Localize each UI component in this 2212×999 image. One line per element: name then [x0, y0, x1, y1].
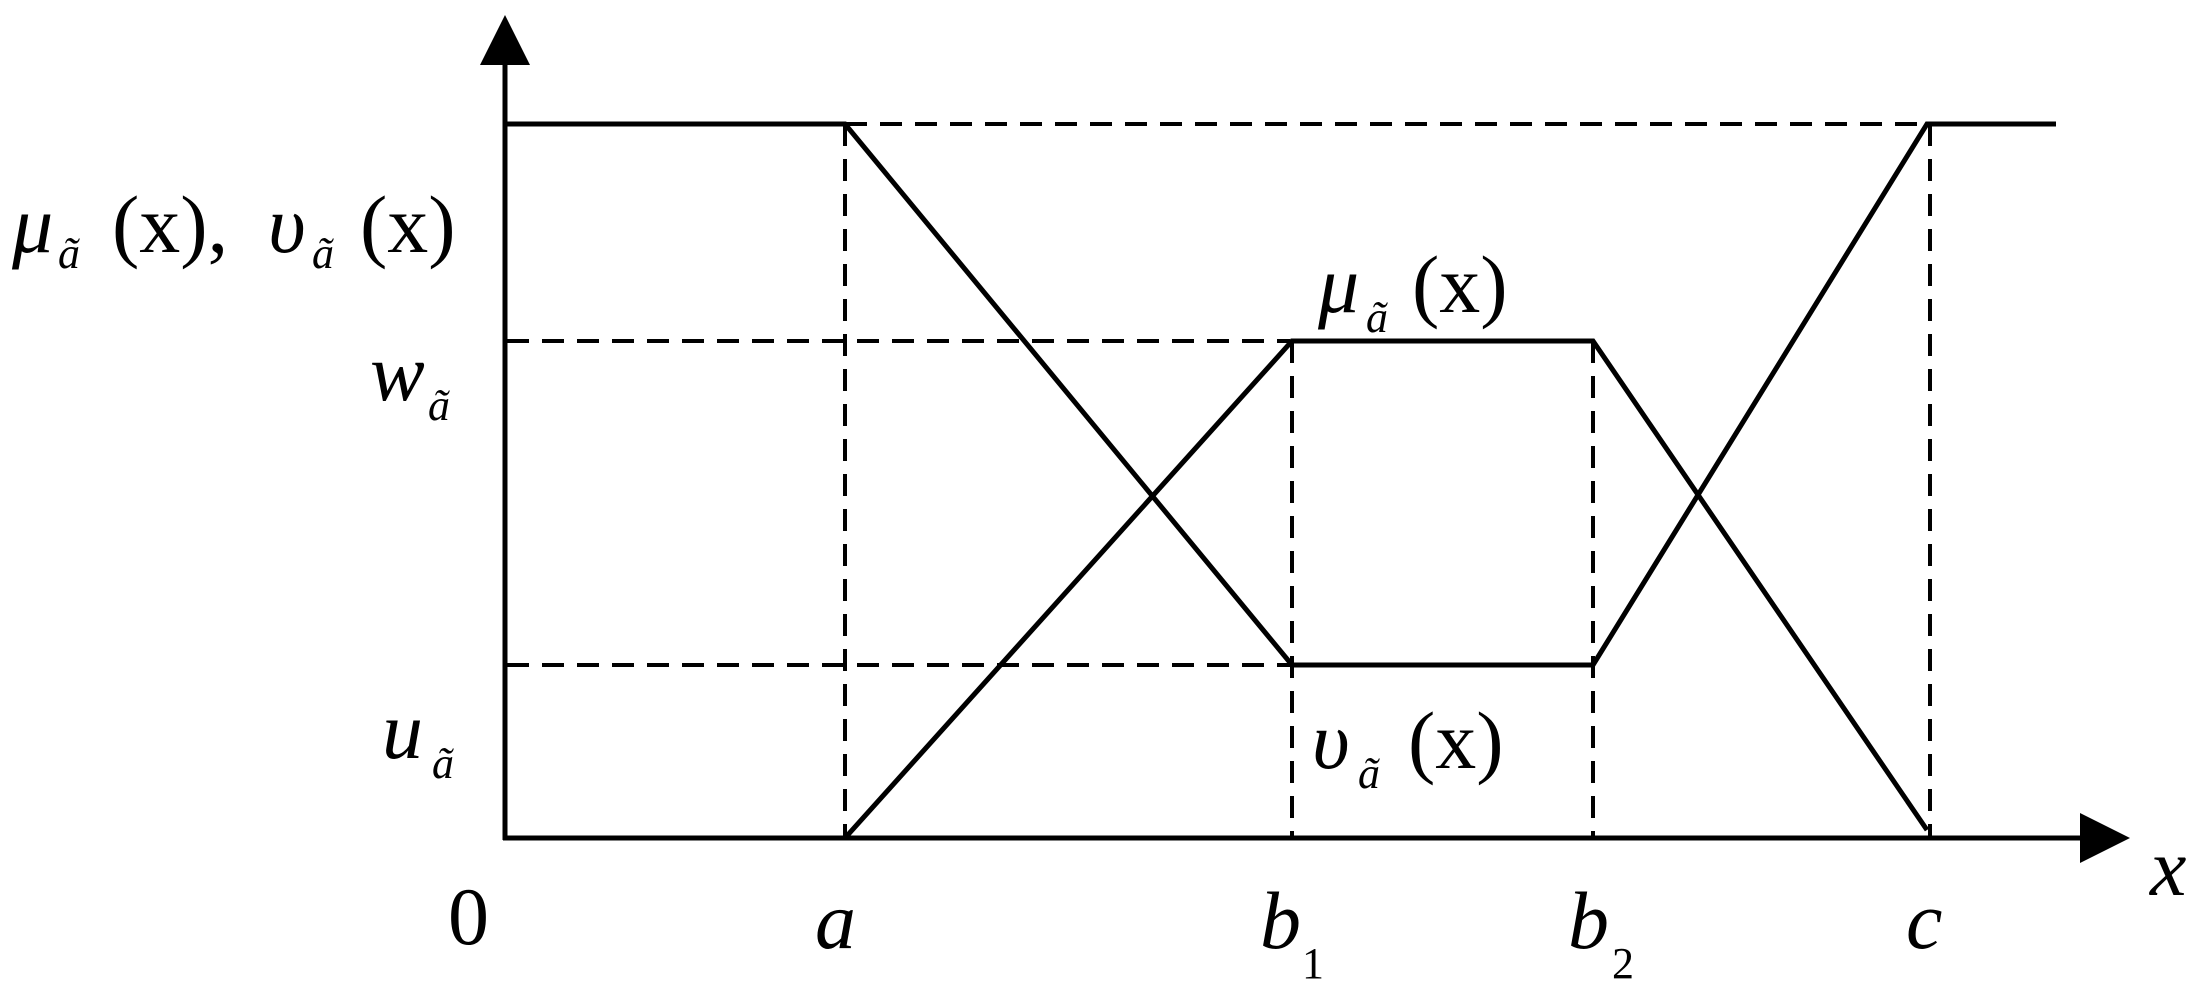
mu-curve-label: μ ã (x) — [1317, 239, 1508, 342]
nu-curve — [507, 121, 2056, 668]
y-tick-w-main: w — [370, 327, 425, 418]
y-label-mu-sub: ã — [58, 229, 80, 278]
y-tick-w: w ã — [370, 327, 450, 430]
x-tick-b1-main: b — [1260, 875, 1301, 966]
y-tick-u-sub: ã — [432, 739, 454, 788]
mu-label-main: μ — [1317, 239, 1359, 330]
origin-label: 0 — [448, 871, 489, 962]
y-axis-arrow — [480, 15, 530, 65]
y-tick-w-sub: ã — [428, 381, 450, 430]
y-label-nu-sub: ã — [312, 229, 334, 278]
x-tick-b2-sub: 2 — [1612, 939, 1634, 988]
x-tick-b2: b 2 — [1568, 875, 1634, 988]
x-tick-b2-main: b — [1568, 875, 1609, 966]
x-axis-arrow — [2080, 813, 2130, 863]
y-tick-u: u ã — [382, 685, 454, 788]
y-label-nu: υ — [268, 179, 306, 270]
y-tick-u-main: u — [382, 685, 423, 776]
mu-label-sub: ã — [1366, 293, 1388, 342]
x-tick-a: a — [815, 875, 856, 966]
y-label-nu-arg: (x) — [360, 179, 456, 270]
nu-label-sub: ã — [1358, 749, 1380, 798]
mu-label-arg: (x) — [1412, 239, 1508, 330]
y-axis-label: μ ã (x), υ ã (x) — [11, 179, 456, 278]
y-label-mu-arg: (x), — [112, 179, 228, 270]
x-tick-c: c — [1906, 875, 1942, 966]
x-axis-label: x — [2149, 822, 2186, 913]
nu-curve-label: υ ã (x) — [1312, 695, 1504, 798]
x-tick-b1: b 1 — [1260, 875, 1324, 988]
nu-label-arg: (x) — [1408, 695, 1504, 786]
y-label-mu: μ — [11, 179, 53, 270]
nu-label-main: υ — [1312, 695, 1350, 786]
x-tick-b1-sub: 1 — [1302, 939, 1324, 988]
mu-curve — [507, 338, 1930, 841]
